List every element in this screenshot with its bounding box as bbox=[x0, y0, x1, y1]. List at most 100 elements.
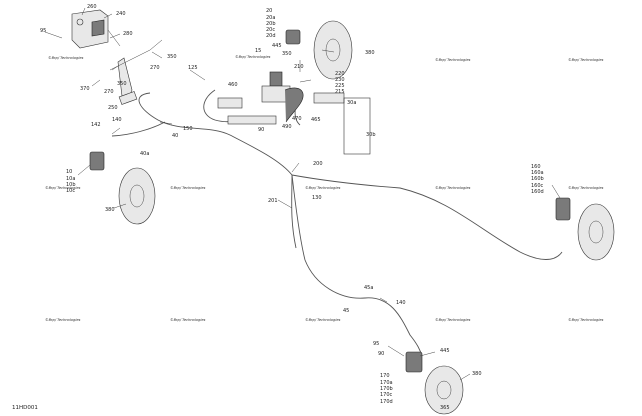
callout-160a[interactable]: 160a bbox=[531, 170, 544, 176]
watermark: ©Brp/ Technologies bbox=[305, 318, 341, 322]
callout-280[interactable]: 280 bbox=[123, 31, 133, 37]
callout-20c[interactable]: 20c bbox=[266, 27, 275, 33]
callout-365[interactable]: 365 bbox=[440, 405, 450, 411]
front-left-brake bbox=[89, 151, 156, 225]
brake-line-rear bbox=[291, 174, 423, 357]
top-disc bbox=[313, 20, 353, 80]
callout-10a[interactable]: 10a bbox=[66, 176, 75, 182]
callout-20b[interactable]: 20b bbox=[266, 21, 276, 27]
callout-201[interactable]: 201 bbox=[268, 198, 278, 204]
callout-90[interactable]: 90 bbox=[378, 351, 384, 357]
rear-caliper bbox=[405, 351, 423, 373]
callout-225[interactable]: 225 bbox=[335, 83, 345, 89]
callout-20a[interactable]: 20a bbox=[266, 15, 275, 21]
callout-10[interactable]: 10 bbox=[66, 169, 72, 175]
brake-line-main bbox=[138, 92, 293, 176]
callout-140[interactable]: 140 bbox=[112, 117, 122, 123]
callout-380[interactable]: 380 bbox=[472, 371, 482, 377]
callout-labels: 260 240 95 280 350 270 370 270 350 250 2… bbox=[40, 4, 544, 411]
callout-170b[interactable]: 170b bbox=[380, 386, 393, 392]
callout-45[interactable]: 45 bbox=[343, 308, 349, 314]
front-right-brake bbox=[555, 197, 615, 261]
abs-module bbox=[217, 71, 371, 155]
callout-170a[interactable]: 170a bbox=[380, 380, 393, 386]
brake-line-front-left bbox=[111, 121, 166, 137]
callout-350[interactable]: 350 bbox=[117, 81, 127, 87]
pushrod bbox=[107, 29, 121, 47]
abs-pump bbox=[269, 71, 283, 87]
callout-490[interactable]: 490 bbox=[282, 124, 292, 130]
watermark: ©Brp/ Technologies bbox=[568, 186, 604, 190]
front-right-caliper bbox=[555, 197, 571, 221]
callout-445[interactable]: 445 bbox=[440, 348, 450, 354]
callout-240[interactable]: 240 bbox=[116, 11, 126, 17]
callout-160[interactable]: 160 bbox=[531, 164, 541, 170]
callout-215[interactable]: 215 bbox=[335, 89, 345, 95]
callout-45a[interactable]: 45a bbox=[364, 285, 373, 291]
callout-40[interactable]: 40 bbox=[172, 133, 178, 139]
callout-170[interactable]: 170 bbox=[380, 373, 390, 379]
brake-lines bbox=[111, 89, 563, 357]
callout-230[interactable]: 230 bbox=[335, 77, 345, 83]
rear-top-disc bbox=[285, 20, 353, 80]
callout-160c[interactable]: 160c bbox=[531, 183, 544, 189]
watermark: ©Brp/ Technologies bbox=[435, 186, 471, 190]
callout-142[interactable]: 142 bbox=[91, 122, 101, 128]
leader-lines bbox=[44, 7, 561, 381]
callout-260[interactable]: 260 bbox=[87, 4, 97, 10]
callout-170d[interactable]: 170d bbox=[380, 399, 393, 405]
watermark: ©Brp/ Technologies bbox=[170, 318, 206, 322]
callout-15[interactable]: 15 bbox=[255, 48, 261, 54]
callout-150[interactable]: 150 bbox=[183, 126, 193, 132]
front-right-disc-hub bbox=[588, 220, 604, 244]
callout-125[interactable]: 125 bbox=[188, 65, 198, 71]
watermark: ©Brp/ Technologies bbox=[435, 318, 471, 322]
callout-90[interactable]: 90 bbox=[258, 127, 264, 133]
callout-20[interactable]: 20 bbox=[266, 8, 272, 14]
callout-30b[interactable]: 30b bbox=[366, 132, 376, 138]
callout-350[interactable]: 350 bbox=[282, 51, 292, 57]
callout-370[interactable]: 370 bbox=[80, 86, 90, 92]
abs-bracket bbox=[217, 97, 243, 109]
abs-hose bbox=[284, 87, 304, 123]
watermark: ©Brp/ Technologies bbox=[45, 318, 81, 322]
master-cylinder-assembly bbox=[71, 9, 163, 105]
watermark: ©Brp/ Technologies bbox=[568, 318, 604, 322]
callout-350[interactable]: 350 bbox=[167, 54, 177, 60]
callout-270[interactable]: 270 bbox=[150, 65, 160, 71]
callout-160b[interactable]: 160b bbox=[531, 176, 544, 182]
callout-30a[interactable]: 30a bbox=[347, 100, 356, 106]
pivot-bolt bbox=[149, 39, 163, 51]
callout-460[interactable]: 460 bbox=[228, 82, 238, 88]
rear-brake bbox=[405, 351, 464, 415]
front-left-caliper bbox=[89, 151, 105, 171]
callout-470[interactable]: 470 bbox=[292, 116, 302, 122]
watermark: ©Brp/ Technologies bbox=[568, 58, 604, 62]
callout-250[interactable]: 250 bbox=[108, 105, 118, 111]
callout-445[interactable]: 445 bbox=[272, 43, 282, 49]
top-caliper bbox=[285, 29, 301, 45]
front-left-disc bbox=[118, 167, 156, 225]
watermark: ©Brp/ Technologies bbox=[235, 55, 271, 59]
callout-270[interactable]: 270 bbox=[104, 89, 114, 95]
callout-160d[interactable]: 160d bbox=[531, 189, 544, 195]
callout-220[interactable]: 220 bbox=[335, 71, 345, 77]
callout-130[interactable]: 130 bbox=[312, 195, 322, 201]
callout-200[interactable]: 200 bbox=[313, 161, 323, 167]
callout-170c[interactable]: 170c bbox=[380, 392, 393, 398]
callout-40a[interactable]: 40a bbox=[140, 151, 149, 157]
front-right-disc bbox=[577, 203, 615, 261]
callout-10c[interactable]: 10c bbox=[66, 188, 75, 194]
callout-380[interactable]: 380 bbox=[105, 207, 115, 213]
callout-95[interactable]: 95 bbox=[373, 341, 379, 347]
watermark: ©Brp/ Technologies bbox=[48, 56, 84, 60]
watermark: ©Brp/ Technologies bbox=[45, 186, 81, 190]
callout-20d[interactable]: 20d bbox=[266, 33, 276, 39]
callout-210[interactable]: 210 bbox=[294, 64, 304, 70]
callout-95[interactable]: 95 bbox=[40, 28, 46, 34]
callout-10b[interactable]: 10b bbox=[66, 182, 76, 188]
callout-380[interactable]: 380 bbox=[365, 50, 375, 56]
rear-disc bbox=[424, 365, 464, 415]
callout-140[interactable]: 140 bbox=[396, 300, 406, 306]
callout-465[interactable]: 465 bbox=[311, 117, 321, 123]
